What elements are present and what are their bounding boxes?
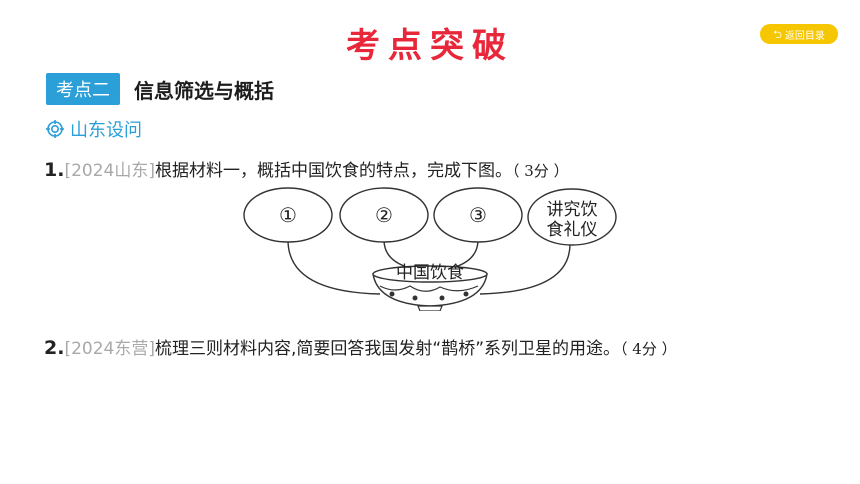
subsection-label: 山东设问 <box>70 120 142 141</box>
answer-bubble-1 <box>243 187 333 243</box>
given-label-line-2: 食礼仪 <box>547 220 598 240</box>
question-source: [2024东营] <box>64 339 155 359</box>
back-to-contents-label: 返回目录 <box>784 30 825 42</box>
answer-bubble-2 <box>339 187 429 243</box>
target-icon <box>46 120 64 138</box>
return-arrow-icon: ⮌ <box>773 27 782 41</box>
question-number: 1. <box>44 159 65 181</box>
answer-bubble-3 <box>433 187 523 243</box>
question-1: 1.[2024山东]根据材料一，概括中国饮食的特点，完成下图。（ 3分 ） <box>44 156 569 181</box>
section-title: 信息筛选与概括 <box>134 78 274 103</box>
question-text: 根据材料一，概括中国饮食的特点，完成下图。 <box>154 161 512 181</box>
bubble-label-1: ① <box>279 203 297 227</box>
bowl-label: 中国饮食 <box>396 263 464 283</box>
subsection-header: 山东设问 <box>46 116 142 142</box>
section-tag: 考点二 <box>46 73 120 105</box>
page-title: 考点突破 <box>346 26 514 66</box>
bubble-label-3: ③ <box>469 203 487 227</box>
section-header: 考点二 信息筛选与概括 <box>46 73 274 105</box>
question-points: （ 4分 ） <box>620 340 677 358</box>
food-characteristics-diagram: ① ② ③ 讲究饮 食礼仪 中国饮食 <box>243 187 617 311</box>
question-points: （ 3分 ） <box>511 162 569 180</box>
question-text: 梳理三则材料内容,简要回答我国发射“鹊桥”系列卫星的用途。 <box>154 339 621 359</box>
question-number: 2. <box>44 337 65 359</box>
question-source: [2024山东] <box>64 161 155 181</box>
bubble-label-2: ② <box>375 203 393 227</box>
question-2: 2.[2024东营]梳理三则材料内容,简要回答我国发射“鹊桥”系列卫星的用途。（… <box>44 334 677 359</box>
given-label-line-1: 讲究饮 <box>547 200 598 220</box>
given-bubble <box>527 188 617 246</box>
back-to-contents-button[interactable]: ⮌ 返回目录 <box>760 24 838 44</box>
bowl-icon <box>372 265 488 311</box>
